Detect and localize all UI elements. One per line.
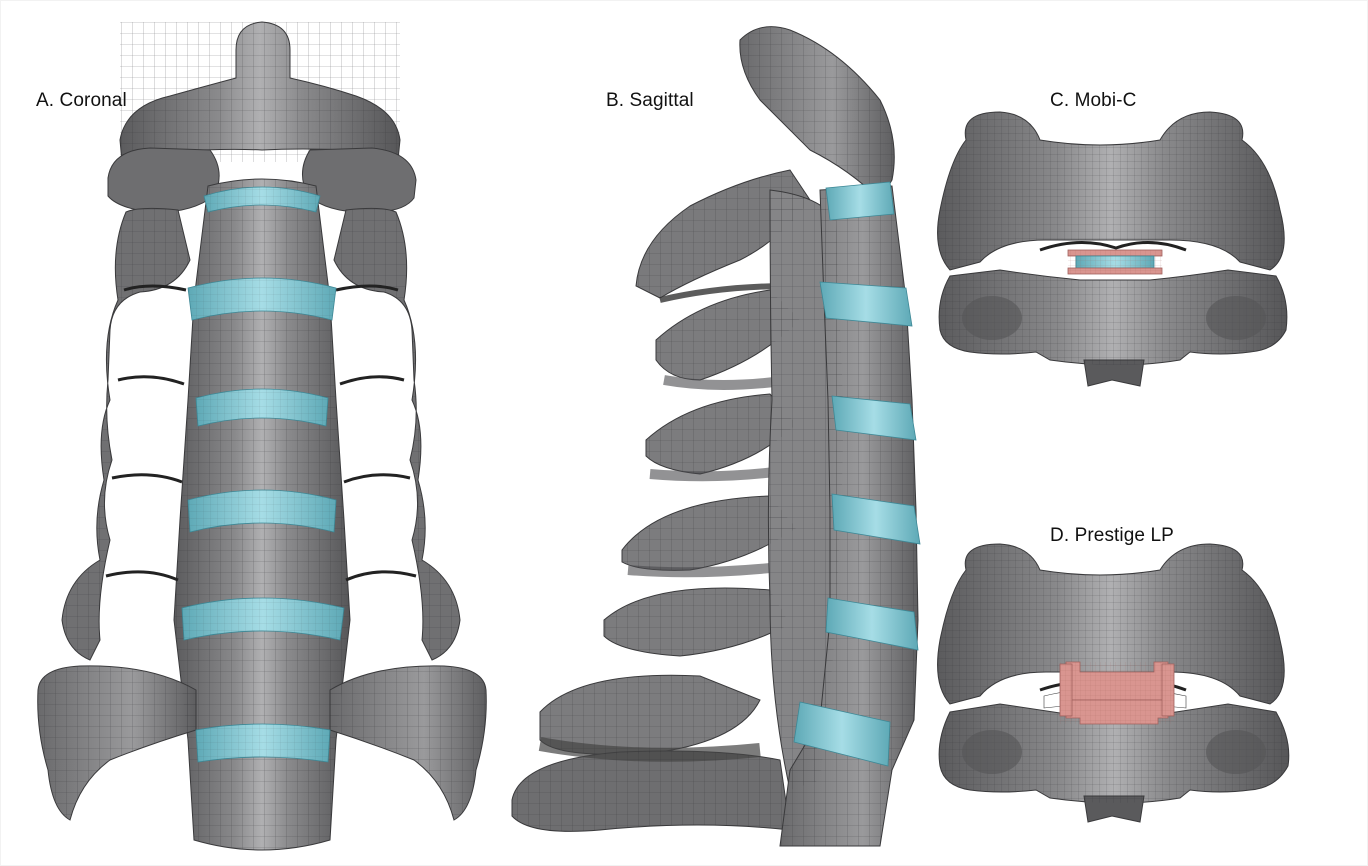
disc-c6-c7-sagittal — [825, 597, 919, 651]
disc-c7-t1-sagittal — [793, 701, 891, 767]
atlas-lateral-mass-right — [302, 147, 417, 213]
panel-label-coronal: A. Coronal — [36, 90, 127, 111]
disc-c3-c4-sagittal — [819, 281, 913, 327]
mobi-c-implant-model — [937, 111, 1288, 387]
disc-c2-c3-sagittal — [825, 181, 895, 221]
sagittal-spine-model — [511, 26, 921, 847]
prestige-lp-implant-model — [937, 543, 1290, 823]
disc-c5-c6-sagittal — [831, 493, 921, 545]
atlas-lateral-mass-left — [107, 147, 220, 213]
panel-label-sagittal: B. Sagittal — [606, 90, 694, 111]
coronal-spine-model — [37, 21, 487, 851]
panel-label-mobi-c: C. Mobi-C — [1050, 90, 1137, 111]
disc-c4-c5-sagittal — [831, 395, 917, 441]
panel-label-prestige-lp: D. Prestige LP — [1050, 525, 1174, 546]
